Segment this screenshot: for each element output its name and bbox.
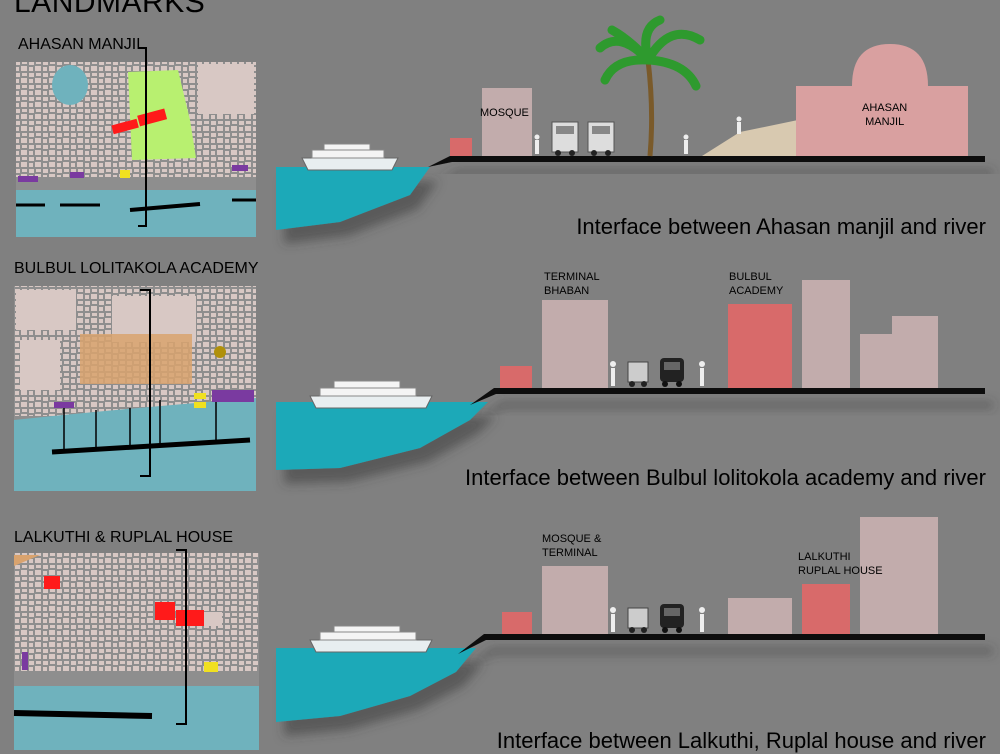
terminal-bhaban-building xyxy=(542,300,608,388)
person-icon xyxy=(534,134,540,154)
river-water xyxy=(276,402,488,470)
building xyxy=(860,334,892,388)
auto-rickshaw-icon xyxy=(660,604,684,633)
boat-icon xyxy=(309,380,433,409)
map-landmark-marker xyxy=(176,610,204,626)
bulbul-academy-building xyxy=(728,304,792,388)
rickshaw-icon xyxy=(627,607,649,633)
section-bulbul-academy xyxy=(276,280,985,470)
boat-icon xyxy=(309,625,433,653)
lalkuthi-ruplal-building xyxy=(802,584,850,634)
person-icon xyxy=(699,607,705,632)
section-cut-marker xyxy=(138,47,147,227)
palm-tree-icon xyxy=(595,15,705,157)
person-icon xyxy=(699,361,705,386)
section-lalkuthi xyxy=(276,517,985,722)
map-highlight-orange xyxy=(80,334,192,384)
section-ahasan-manjil xyxy=(276,15,985,230)
rickshaw-icon xyxy=(627,361,649,387)
person-icon xyxy=(736,116,742,134)
section-title-ahasan-manjil: AHASAN MANJIL xyxy=(18,36,146,53)
building xyxy=(802,280,850,388)
section-title-bulbul-academy: BULBUL LOLITAKOLA ACADEMY xyxy=(14,260,259,277)
boat-icon xyxy=(301,143,399,171)
person-icon xyxy=(610,361,616,386)
ahasan-manjil-building xyxy=(796,44,968,156)
map-river xyxy=(14,420,256,491)
caption-ahasan-manjil: Interface between Ahasan manjil and rive… xyxy=(576,214,986,239)
building xyxy=(892,316,938,388)
river-water xyxy=(276,648,476,722)
label-ahasan-manjil: AHASAN MANJIL xyxy=(862,102,908,128)
map-river xyxy=(16,190,256,237)
ground-line xyxy=(458,634,985,654)
truck-icon xyxy=(587,121,615,156)
label-mosque: MOSQUE xyxy=(480,107,529,119)
ground-line xyxy=(470,388,985,405)
mosque-building xyxy=(482,88,532,156)
truck-icon xyxy=(551,121,579,156)
auto-rickshaw-icon xyxy=(660,358,684,387)
mosque-terminal-building xyxy=(542,566,608,634)
map-bulbul-academy xyxy=(14,286,256,491)
map-landmark-marker xyxy=(137,108,168,127)
map-landmark-marker xyxy=(44,576,60,589)
ground-line xyxy=(428,156,985,167)
section-cut-marker xyxy=(140,289,151,477)
river-water xyxy=(276,167,430,230)
section-title-lalkuthi: LALKUTHI & RUPLAL HOUSE xyxy=(14,529,234,546)
section-cut-marker xyxy=(176,549,187,725)
building xyxy=(860,517,938,634)
label-lalkuthi-ruplal: LALKUTHI RUPLAL HOUSE xyxy=(798,551,883,577)
caption-bulbul-academy: Interface between Bulbul lolitokola acad… xyxy=(465,465,986,490)
label-mosque-terminal: MOSQUE & TERMINAL xyxy=(542,533,602,559)
building xyxy=(728,598,792,634)
label-bulbul-academy: BULBUL ACADEMY xyxy=(729,271,784,297)
person-icon xyxy=(610,607,616,632)
person-icon xyxy=(683,134,689,154)
map-pond xyxy=(52,65,88,105)
map-ahasan-manjil xyxy=(16,47,256,237)
map-landmark-marker xyxy=(155,602,175,620)
page-title: LANDMARKS xyxy=(14,0,206,19)
label-terminal-bhaban: TERMINAL BHABAN xyxy=(544,271,600,297)
map-landmark-marker xyxy=(111,118,139,135)
caption-lalkuthi: Interface between Lalkuthi, Ruplal house… xyxy=(496,728,986,753)
map-lalkuthi xyxy=(13,549,259,750)
